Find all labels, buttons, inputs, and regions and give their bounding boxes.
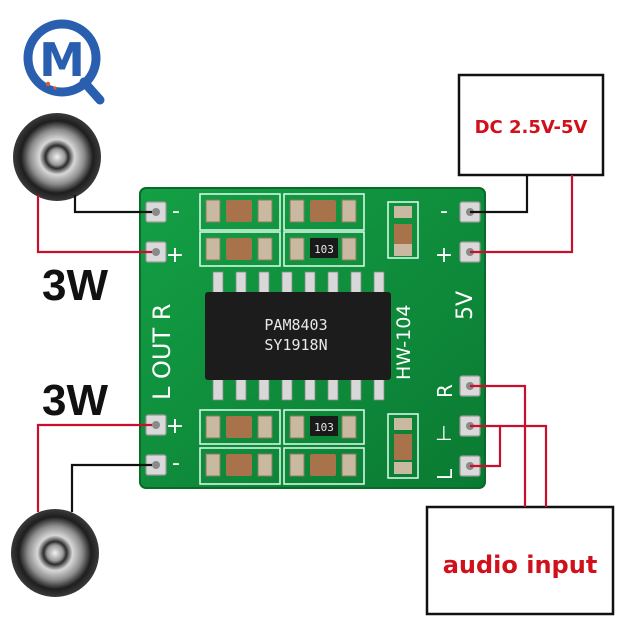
silk-plus-left-bottom: + — [166, 414, 184, 439]
dc-input-label: DC 2.5V-5V — [475, 117, 588, 138]
mq-logo-icon: M — [23, 19, 105, 105]
amplifier-board: 103 103 PAM8403 SY1918N L OUT R HW-104 — [139, 187, 486, 489]
silk-plus-left-top: + — [166, 243, 184, 268]
speaker-bottom — [11, 509, 99, 597]
board-model: HW-104 — [393, 305, 415, 380]
amplifier-chip — [205, 292, 391, 380]
pin-l-label: L — [433, 468, 457, 480]
audio-input-box — [425, 505, 615, 616]
wiring — [36, 175, 574, 512]
chip-model: PAM8403 — [264, 316, 327, 334]
pin-ground-label: ⊥ — [435, 421, 452, 445]
voltage-label: 5V — [453, 291, 478, 320]
chip-code: SY1918N — [264, 336, 327, 354]
power-rating-top: 3W — [42, 261, 108, 310]
power-rating-bottom: 3W — [42, 376, 108, 425]
dc-input-box — [457, 73, 605, 177]
resistor-label-bottom: 103 — [314, 421, 334, 434]
resistor-label-top: 103 — [314, 243, 334, 256]
speaker-top — [13, 113, 101, 201]
silk-minus-left-bottom: - — [172, 451, 180, 476]
silk-minus-right: - — [440, 199, 448, 224]
logo-letter: M — [39, 33, 85, 87]
pin-r-label: R — [433, 384, 457, 398]
silk-minus-left-top: - — [172, 199, 180, 224]
silk-plus-right: + — [435, 243, 453, 268]
output-label: L OUT R — [148, 304, 176, 400]
audio-input-label: audio input — [443, 551, 598, 579]
